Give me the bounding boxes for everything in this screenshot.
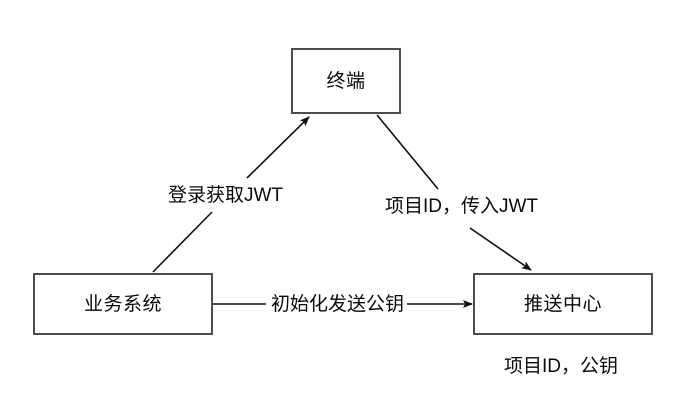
edge-label-project-id-pass-jwt: 项目ID，传入JWT	[382, 196, 542, 217]
caption-push-center-stores: 项目ID，公钥	[504, 356, 619, 377]
edge-login-to-terminal	[152, 116, 310, 273]
node-business-system[interactable]: 业务系统	[33, 273, 213, 335]
node-terminal[interactable]: 终端	[291, 48, 401, 114]
node-push-center-label: 推送中心	[523, 293, 602, 315]
edge-terminal-to-push	[376, 114, 532, 271]
edge-label-init-send-public-key: 初始化发送公钥	[268, 294, 408, 315]
node-push-center[interactable]: 推送中心	[473, 273, 653, 335]
node-terminal-label: 终端	[326, 70, 366, 92]
node-business-system-label: 业务系统	[83, 293, 162, 315]
edge-label-login-get-jwt: 登录获取JWT	[165, 185, 287, 206]
